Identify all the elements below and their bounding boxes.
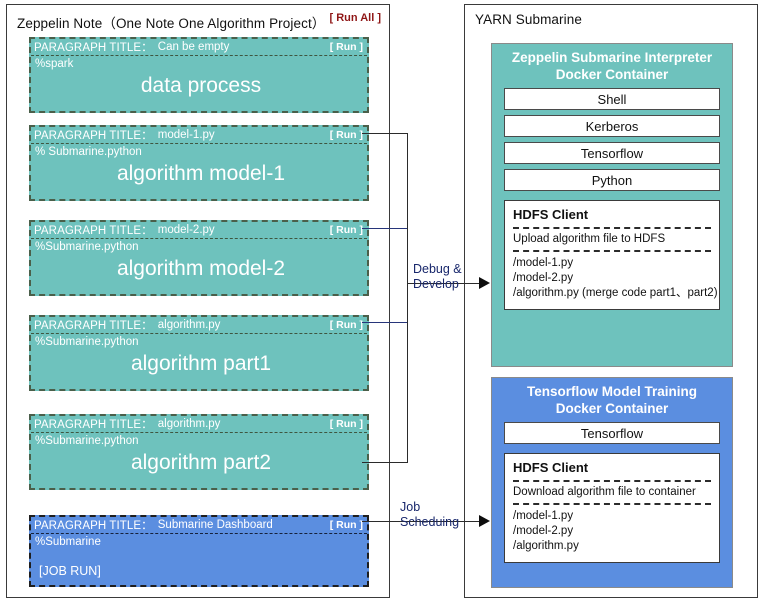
hdfs-file-path: /model-1.py bbox=[513, 257, 574, 269]
paragraph-content: algorithm model-1 bbox=[116, 162, 286, 185]
paragraph-body: %Submarine.python algorithm part1 bbox=[31, 334, 367, 376]
paragraph-block-algorithm-part2[interactable]: PARAGRAPH TITLE： algorithm.py [ Run ] %S… bbox=[29, 414, 369, 490]
yarn-panel-title: YARN Submarine bbox=[475, 12, 582, 27]
connector-label-job-scheduing: Job Scheduing bbox=[400, 500, 459, 530]
paragraph-run-button[interactable]: [ Run ] bbox=[329, 519, 363, 531]
container-title-line1: Tensorflow Model Training bbox=[526, 384, 697, 399]
paragraph-content: data process bbox=[140, 74, 262, 97]
paragraph-content: [JOB RUN] bbox=[39, 564, 101, 578]
arrow-head-debug bbox=[479, 277, 490, 289]
paragraph-run-button[interactable]: [ Run ] bbox=[329, 319, 363, 331]
paragraph-run-button[interactable]: [ Run ] bbox=[329, 224, 363, 236]
paragraph-header: PARAGRAPH TITLE： algorithm.py [ Run ] bbox=[31, 416, 367, 433]
paragraph-header: PARAGRAPH TITLE： Submarine Dashboard [ R… bbox=[31, 517, 367, 534]
connector-bus-debug bbox=[407, 133, 408, 463]
paragraph-body: %spark data process bbox=[31, 56, 367, 98]
container-title-line2: Docker Container bbox=[555, 67, 669, 82]
paragraph-title-value: algorithm.py bbox=[157, 418, 221, 430]
stack-item-kerberos[interactable]: Kerberos bbox=[504, 115, 720, 137]
paragraph-block-submarine-dashboard[interactable]: PARAGRAPH TITLE： Submarine Dashboard [ R… bbox=[29, 515, 369, 587]
hdfs-client-title: HDFS Client bbox=[513, 460, 589, 475]
zeppelin-note-panel: Zeppelin Note（One Note One Algorithm Pro… bbox=[6, 4, 390, 598]
paragraph-title-label: PARAGRAPH TITLE： bbox=[34, 130, 153, 142]
hdfs-client-action: Download algorithm file to container bbox=[513, 486, 696, 498]
paragraph-body: %Submarine.python algorithm model-2 bbox=[31, 239, 367, 281]
connector-label-line2: Develop bbox=[413, 277, 459, 291]
paragraph-block-model-2[interactable]: PARAGRAPH TITLE： model-2.py [ Run ] %Sub… bbox=[29, 220, 369, 296]
connector-line-algorithm-part1 bbox=[362, 322, 408, 323]
paragraph-block-model-1[interactable]: PARAGRAPH TITLE： model-1.py [ Run ] % Su… bbox=[29, 125, 369, 201]
hdfs-file-path: /algorithm.py (merge code part1、part2) bbox=[513, 287, 718, 299]
paragraph-title-value: Can be empty bbox=[157, 41, 230, 53]
paragraph-title-label: PARAGRAPH TITLE： bbox=[34, 225, 153, 237]
connector-label-line1: Debug & bbox=[413, 262, 462, 276]
hdfs-client-upload-box: HDFS Client Upload algorithm file to HDF… bbox=[504, 200, 720, 310]
hdfs-client-title: HDFS Client bbox=[513, 207, 589, 222]
paragraph-interpreter: %Submarine.python bbox=[35, 435, 139, 447]
hdfs-file-path: /model-2.py bbox=[513, 272, 574, 284]
paragraph-interpreter: %Submarine.python bbox=[35, 241, 139, 253]
hdfs-file-path: /algorithm.py bbox=[513, 540, 579, 552]
paragraph-title-label: PARAGRAPH TITLE： bbox=[34, 419, 153, 431]
paragraph-header: PARAGRAPH TITLE： model-1.py [ Run ] bbox=[31, 127, 367, 144]
run-all-button[interactable]: [ Run All ] bbox=[329, 12, 381, 24]
paragraph-header: PARAGRAPH TITLE： Can be empty [ Run ] bbox=[31, 39, 367, 56]
paragraph-interpreter: %Submarine bbox=[35, 536, 101, 548]
paragraph-header: PARAGRAPH TITLE： algorithm.py [ Run ] bbox=[31, 317, 367, 334]
tensorflow-training-container: Tensorflow Model Training Docker Contain… bbox=[491, 377, 733, 588]
connector-label-debug-develop: Debug & Develop bbox=[413, 262, 462, 292]
paragraph-content: algorithm part1 bbox=[130, 352, 272, 375]
paragraph-content: algorithm part2 bbox=[130, 451, 272, 474]
container-title-line2: Docker Container bbox=[555, 401, 669, 416]
stack-item-tensorflow[interactable]: Tensorflow bbox=[504, 142, 720, 164]
paragraph-interpreter: % Submarine.python bbox=[35, 146, 142, 158]
divider bbox=[513, 503, 711, 505]
container-title: Zeppelin Submarine Interpreter Docker Co… bbox=[492, 44, 732, 83]
paragraph-run-button[interactable]: [ Run ] bbox=[329, 418, 363, 430]
divider bbox=[513, 480, 711, 482]
connector-line-algorithm-part2 bbox=[362, 462, 408, 463]
hdfs-client-action: Upload algorithm file to HDFS bbox=[513, 233, 666, 245]
connector-label-line2: Scheduing bbox=[400, 515, 460, 529]
connector-line-model-1 bbox=[362, 133, 408, 134]
paragraph-content: algorithm model-2 bbox=[116, 257, 286, 280]
paragraph-run-button[interactable]: [ Run ] bbox=[329, 41, 363, 53]
paragraph-block-algorithm-part1[interactable]: PARAGRAPH TITLE： algorithm.py [ Run ] %S… bbox=[29, 315, 369, 391]
connector-arrow-debug-line bbox=[407, 283, 482, 284]
hdfs-file-path: /model-2.py bbox=[513, 525, 574, 537]
connector-line-model-2 bbox=[362, 228, 408, 229]
paragraph-run-button[interactable]: [ Run ] bbox=[329, 129, 363, 141]
paragraph-title-value: Submarine Dashboard bbox=[157, 519, 273, 531]
stack-item-shell[interactable]: Shell bbox=[504, 88, 720, 110]
paragraph-title-label: PARAGRAPH TITLE： bbox=[34, 520, 153, 532]
paragraph-title-value: model-2.py bbox=[157, 224, 215, 236]
paragraph-title-label: PARAGRAPH TITLE： bbox=[34, 320, 153, 332]
connector-label-line1: Job bbox=[400, 500, 421, 514]
connector-line-job-scheduling bbox=[362, 521, 482, 522]
paragraph-interpreter: %Submarine.python bbox=[35, 336, 139, 348]
paragraph-header: PARAGRAPH TITLE： model-2.py [ Run ] bbox=[31, 222, 367, 239]
paragraph-body: % Submarine.python algorithm model-1 bbox=[31, 144, 367, 186]
zeppelin-interpreter-container: Zeppelin Submarine Interpreter Docker Co… bbox=[491, 43, 733, 367]
paragraph-interpreter: %spark bbox=[35, 58, 74, 70]
container-title: Tensorflow Model Training Docker Contain… bbox=[492, 378, 732, 417]
arrow-head-job-scheduling bbox=[479, 515, 490, 527]
container-title-line1: Zeppelin Submarine Interpreter bbox=[511, 50, 713, 65]
divider bbox=[513, 250, 711, 252]
page-title: Zeppelin Note（One Note One Algorithm Pro… bbox=[17, 16, 326, 31]
yarn-submarine-panel: YARN Submarine Zeppelin Submarine Interp… bbox=[464, 4, 758, 598]
paragraph-title-value: algorithm.py bbox=[157, 319, 221, 331]
hdfs-client-download-box: HDFS Client Download algorithm file to c… bbox=[504, 453, 720, 563]
divider bbox=[513, 227, 711, 229]
hdfs-file-path: /model-1.py bbox=[513, 510, 574, 522]
paragraph-block-data-process[interactable]: PARAGRAPH TITLE： Can be empty [ Run ] %s… bbox=[29, 37, 369, 113]
paragraph-title-label: PARAGRAPH TITLE： bbox=[34, 42, 153, 54]
stack-item-python[interactable]: Python bbox=[504, 169, 720, 191]
paragraph-body: %Submarine.python algorithm part2 bbox=[31, 433, 367, 475]
paragraph-title-value: model-1.py bbox=[157, 129, 215, 141]
paragraph-body: %Submarine [JOB RUN] bbox=[31, 534, 367, 578]
stack-item-tensorflow[interactable]: Tensorflow bbox=[504, 422, 720, 444]
